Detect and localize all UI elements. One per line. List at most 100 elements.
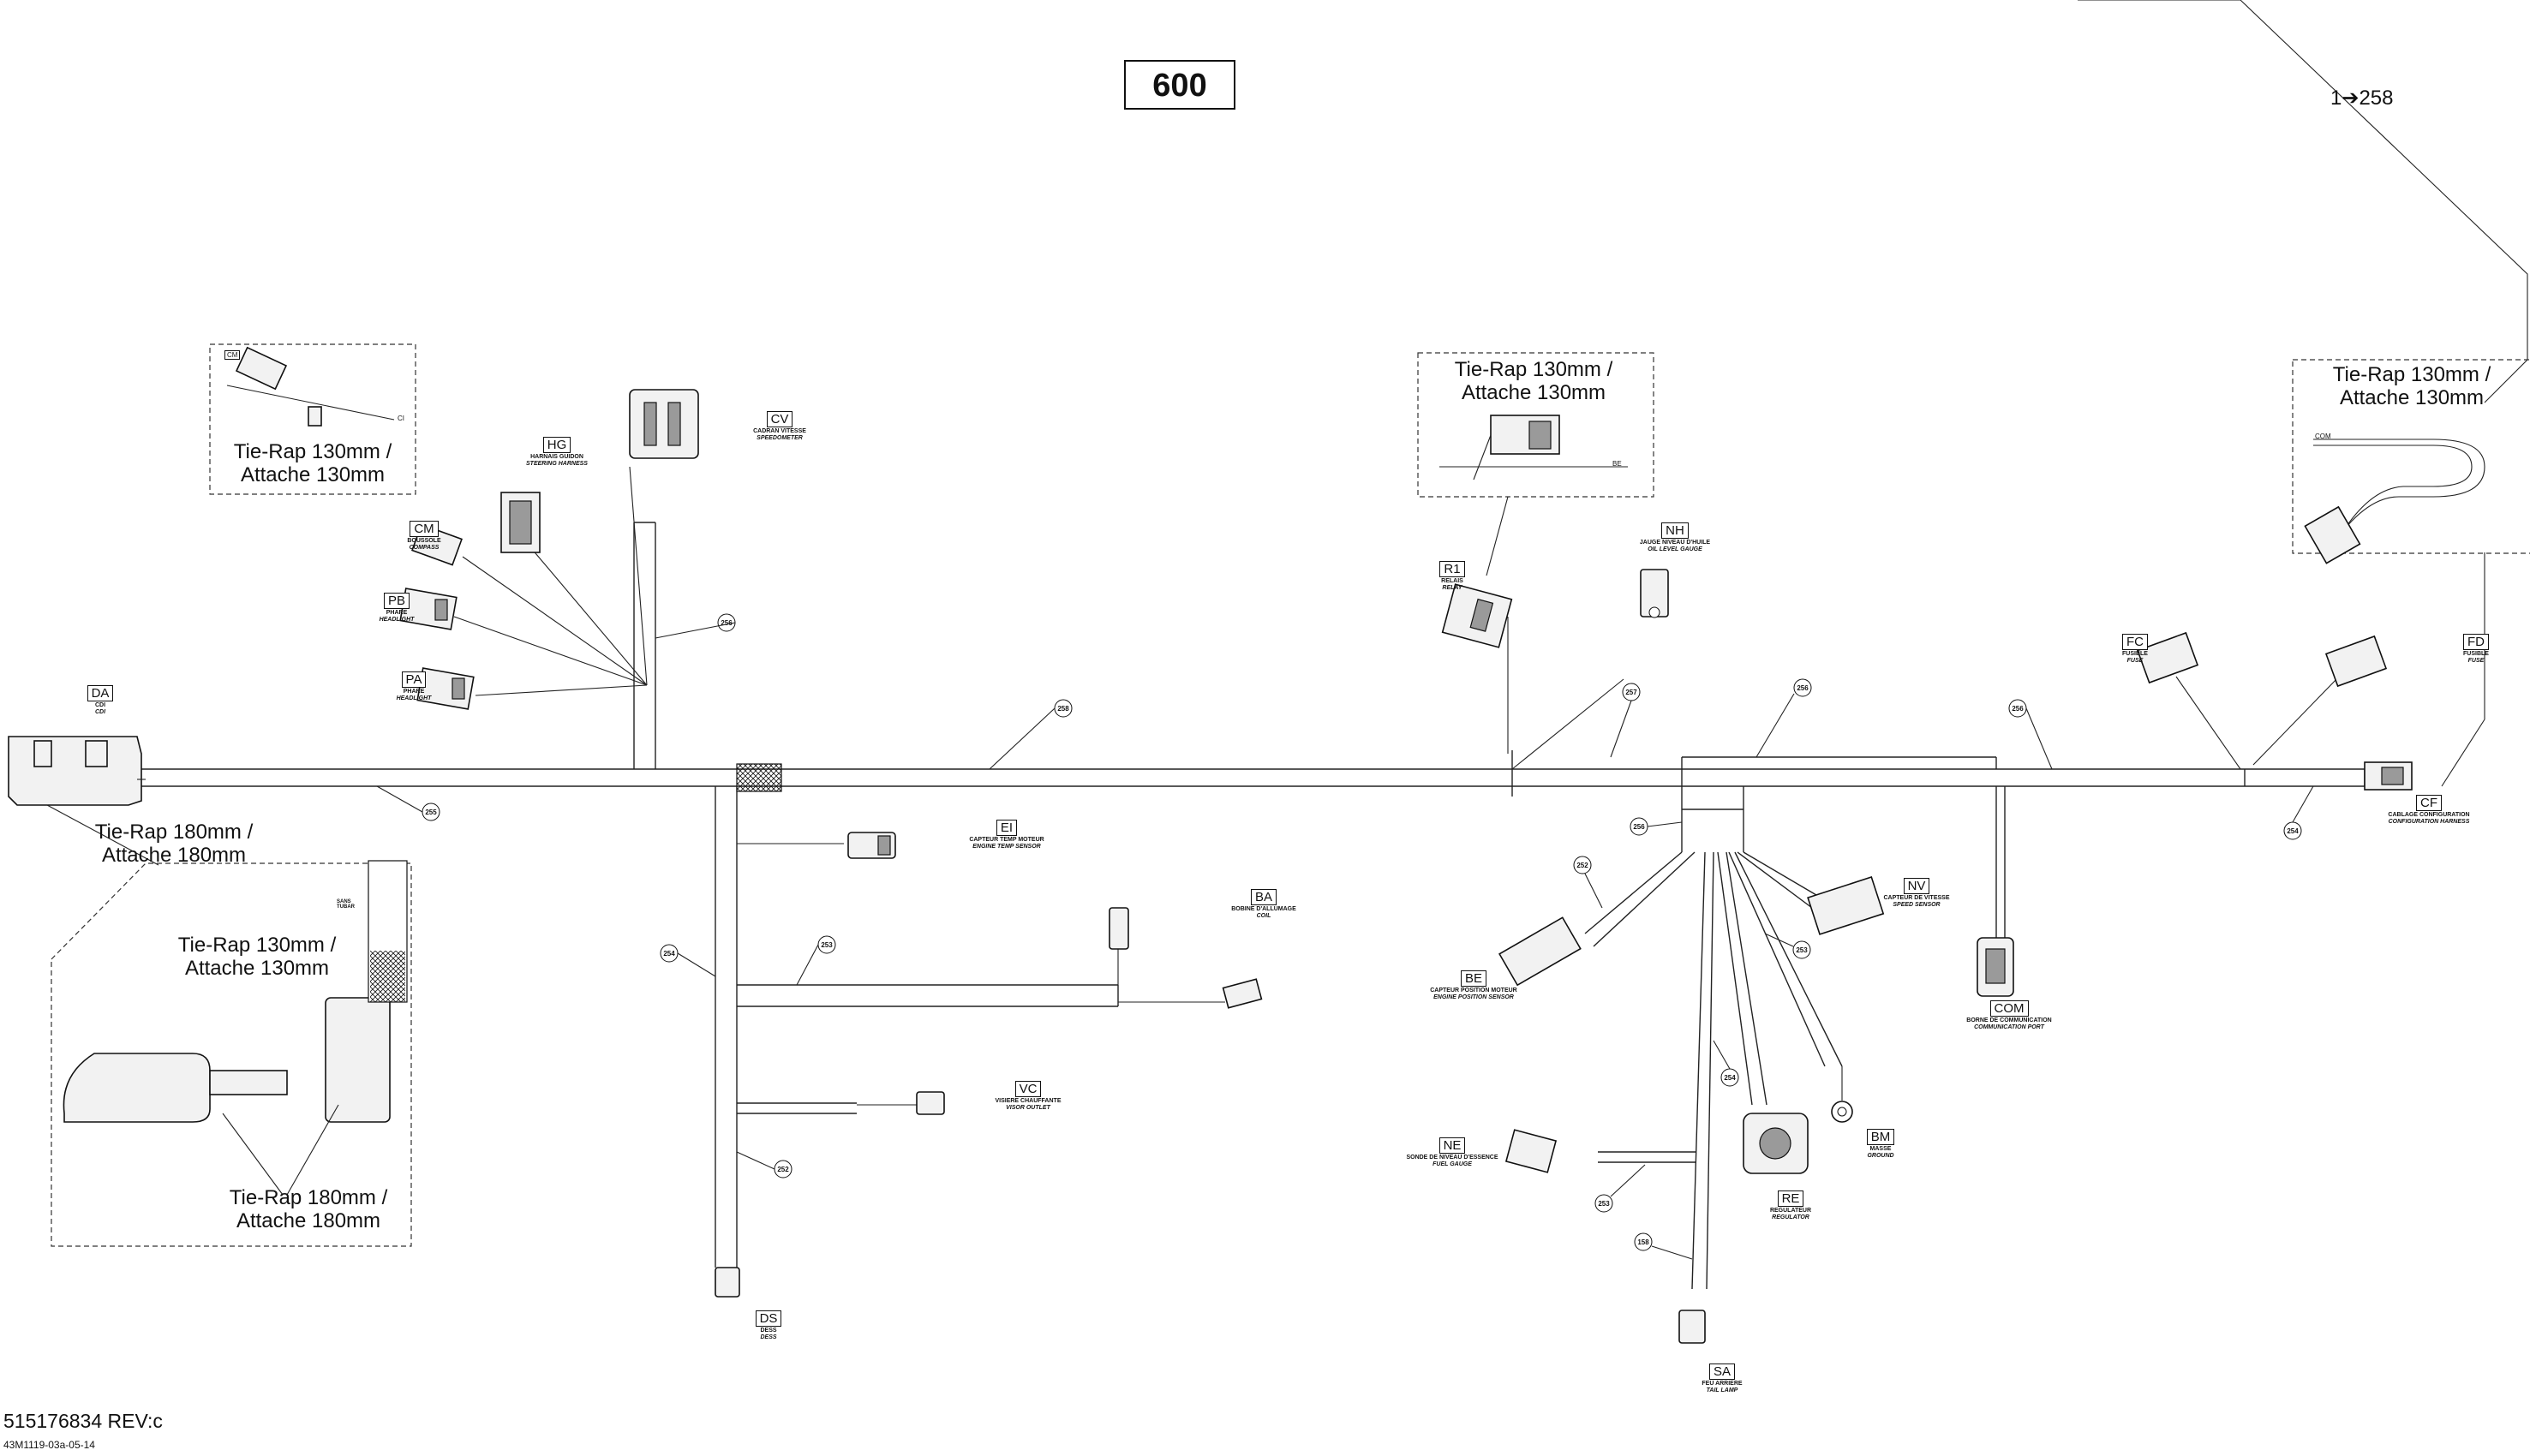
part-number: 515176834 REV:c — [3, 1410, 163, 1432]
connector-desc-fr: CADRAN VITESSE — [753, 428, 806, 434]
connector-code: DA — [87, 685, 114, 701]
tie-rap-line1: Tie-Rap 180mm / — [94, 820, 254, 844]
connector-code: NV — [1903, 878, 1930, 894]
page-title-box — [1124, 60, 1235, 110]
connector-code: BA — [1250, 889, 1277, 905]
connector-desc-fr: JAUGE NIVEAU D'HUILE — [1639, 540, 1711, 546]
detail-box-r1 — [1417, 352, 1654, 576]
callout-label: 255 — [425, 809, 437, 816]
connector-desc-fr: BOBINE D'ALLUMAGE — [1231, 906, 1296, 912]
callout-label: 253 — [1796, 946, 1808, 954]
connector-cv — [629, 389, 699, 459]
connector-desc-fr: MASSE — [1869, 1146, 1892, 1152]
connector-ds — [715, 1267, 740, 1298]
connector-desc-fr: FUSIBLE — [2122, 651, 2148, 657]
detail-label-ci: CI — [398, 415, 404, 422]
connector-code: SA — [1708, 1364, 1735, 1380]
tie-rap-label-tube: Tie-Rap 130mm / Attache 130mm — [158, 934, 356, 980]
callout-label: 256 — [1633, 823, 1645, 831]
connector-desc-en: SPEEDOMETER — [757, 435, 803, 441]
connector-desc-en: DESS — [760, 1334, 777, 1340]
connector-code: PA — [401, 671, 427, 688]
connector-desc-en: FUSE — [2126, 658, 2144, 664]
callout-label: 256 — [2012, 705, 2024, 713]
tie-rap-label-r1: Tie-Rap 130mm / Attache 130mm — [1435, 358, 1632, 404]
connector-desc-en: OIL LEVEL GAUGE — [1648, 546, 1702, 552]
connector-desc-en: FUSE — [2467, 658, 2485, 664]
callout-label: 253 — [821, 941, 833, 949]
connector-desc-fr: SONDE DE NIVEAU D'ESSENCE — [1406, 1155, 1498, 1161]
connector-fc — [2136, 631, 2199, 684]
tie-rap-label-tube-180: Tie-Rap 180mm / Attache 180mm — [210, 1186, 407, 1232]
connector-code: EI — [996, 820, 1018, 836]
connector-cf — [2364, 761, 2413, 791]
connector-desc-fr: PHARE — [386, 610, 408, 616]
connector-desc-fr: FUSIBLE — [2463, 651, 2489, 657]
connector-code: FD — [2463, 634, 2489, 650]
connector-desc-fr: VISIERE CHAUFFANTE — [995, 1098, 1062, 1104]
tie-rap-label-cm: Tie-Rap 130mm / Attache 130mm — [218, 440, 407, 486]
connector-desc-en: HEADLIGHT — [379, 617, 415, 623]
tie-rap-line1: Tie-Rap 130mm / — [1454, 358, 1613, 381]
connector-bm — [1831, 1066, 1853, 1123]
detail-box-cm — [209, 343, 416, 495]
connector-desc-fr: BORNE DE COMMUNICATION — [1966, 1017, 2052, 1023]
callout-label: 254 — [663, 950, 675, 958]
tie-rap-line2: Attache 130mm — [184, 957, 330, 980]
connector-code: HG — [542, 437, 571, 453]
connector-desc-fr: CAPTEUR DE VITESSE — [1883, 895, 1950, 901]
detail-box-cf — [2292, 359, 2530, 564]
connector-desc-en: GROUND — [1867, 1153, 1894, 1159]
tie-rap-label-da: Tie-Rap 180mm / Attache 180mm — [75, 820, 272, 867]
connector-desc-en: HEADLIGHT — [396, 695, 432, 701]
callout-label: 254 — [2287, 827, 2299, 835]
detail-box-tube — [51, 860, 412, 1247]
drawing-code: 43M1119-03a-05-14 — [3, 1439, 95, 1451]
page-title: 600 — [1152, 68, 1206, 104]
connector-desc-en: ENGINE TEMP SENSOR — [972, 844, 1041, 850]
callout-label: 158 — [1637, 1238, 1649, 1246]
main-harness — [141, 522, 2485, 1290]
connector-nh — [1640, 569, 1669, 618]
connector-desc-fr: CABLAGE CONFIGURATION — [2388, 812, 2470, 818]
connector-ba — [1109, 907, 1263, 1009]
connector-hg — [500, 492, 541, 553]
callout-label: 258 — [1057, 705, 1069, 713]
connector-desc-fr: BOUSSOLE — [407, 538, 441, 544]
connector-code: BE — [1460, 970, 1486, 987]
connector-nv — [1807, 876, 1885, 935]
connector-code: DS — [755, 1310, 782, 1327]
connector-re — [1743, 1113, 1809, 1174]
connector-code: NH — [1661, 522, 1689, 539]
callout-label: 257 — [1625, 689, 1637, 696]
callout-label: 252 — [777, 1166, 789, 1173]
callout-label: 254 — [1724, 1074, 1736, 1082]
connector-desc-fr: FEU ARRIERE — [1702, 1381, 1743, 1387]
connector-desc-en: REGULATOR — [1772, 1214, 1809, 1220]
detail-label-be: BE — [1612, 460, 1622, 468]
connector-code: FC — [2122, 634, 2148, 650]
connector-desc-en: SPEED SENSOR — [1893, 902, 1941, 908]
connector-code: NE — [1438, 1137, 1466, 1154]
tie-rap-line2: Attache 180mm — [101, 844, 247, 867]
connector-desc-en: CONFIGURATION HARNESS — [2388, 819, 2470, 825]
callout-label: 256 — [721, 619, 733, 627]
connector-code: CF — [2416, 795, 2442, 811]
connector-desc-en: VISOR OUTLET — [1006, 1105, 1050, 1111]
detail-label-tube: SANS TUBAR — [337, 899, 355, 910]
connector-desc-en: RELAY — [1442, 585, 1462, 591]
tie-rap-line2: Attache 130mm — [1461, 381, 1606, 404]
connector-desc-en: COMMUNICATION PORT — [1974, 1024, 2044, 1030]
